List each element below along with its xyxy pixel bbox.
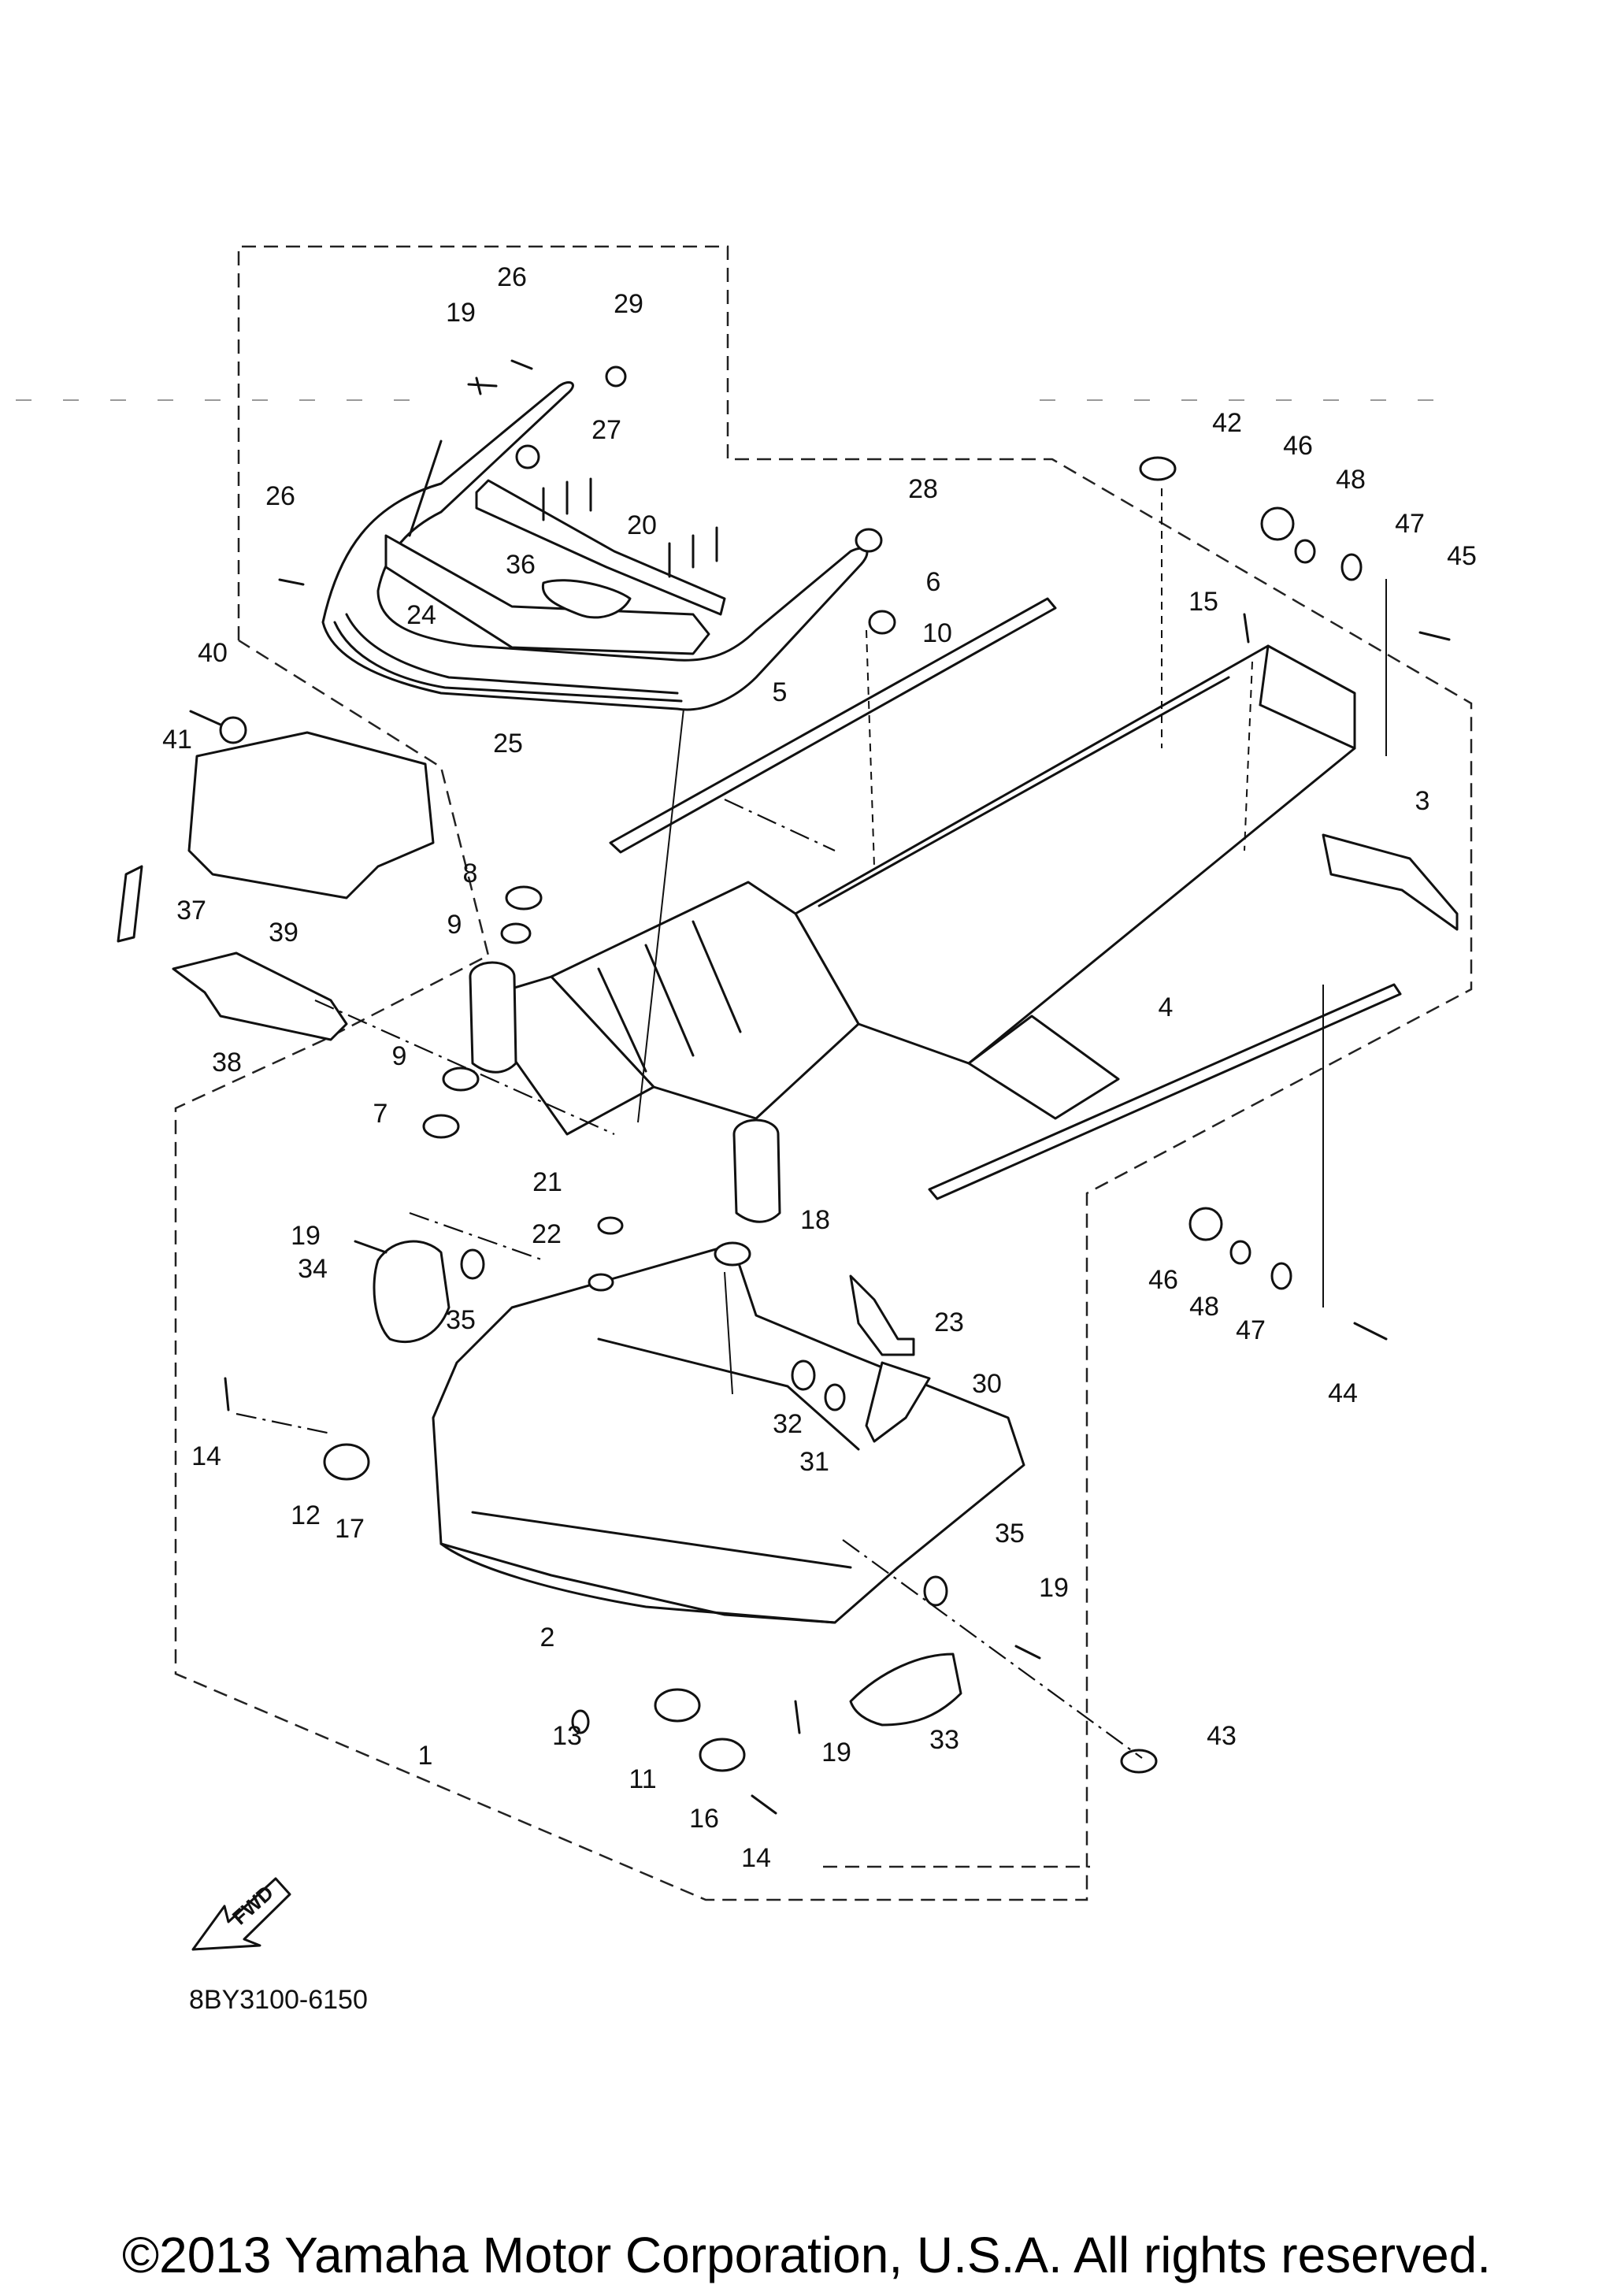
callout-c19b: 19 bbox=[291, 1221, 321, 1251]
callout-c47b: 47 bbox=[1236, 1315, 1266, 1345]
alignment-lines bbox=[235, 488, 1387, 1759]
callout-c10: 10 bbox=[922, 618, 952, 648]
callout-c5: 5 bbox=[773, 677, 788, 707]
callout-c40: 40 bbox=[198, 638, 228, 668]
callout-c44: 44 bbox=[1328, 1378, 1358, 1408]
callout-c14b: 14 bbox=[741, 1843, 771, 1873]
callout-c1: 1 bbox=[418, 1741, 433, 1771]
callout-c36: 36 bbox=[506, 550, 536, 580]
callout-c21: 21 bbox=[532, 1167, 562, 1197]
callout-c30: 30 bbox=[972, 1369, 1002, 1399]
front-mounts bbox=[469, 961, 781, 1223]
callout-c22: 22 bbox=[532, 1219, 562, 1249]
callout-c27: 27 bbox=[591, 415, 621, 445]
callout-c43: 43 bbox=[1207, 1721, 1237, 1751]
skid-bracket-right bbox=[849, 1652, 962, 1727]
callout-c28: 28 bbox=[908, 474, 938, 504]
callout-c11: 11 bbox=[629, 1764, 656, 1794]
bumper-group-outline bbox=[174, 245, 1473, 1901]
callout-c25: 25 bbox=[493, 729, 523, 759]
callout-c8: 8 bbox=[463, 859, 478, 888]
callout-c37: 37 bbox=[176, 896, 206, 925]
callout-c2: 2 bbox=[540, 1623, 555, 1652]
callout-labels: 1234567899101112131414151617181919191920… bbox=[162, 262, 1477, 1873]
drawing-code: 8BY3100-6150 bbox=[189, 1985, 368, 2015]
callout-c48b: 48 bbox=[1189, 1292, 1219, 1322]
callout-c19c: 19 bbox=[1039, 1573, 1069, 1603]
callout-c34: 34 bbox=[298, 1254, 328, 1284]
tunnel-frame bbox=[471, 644, 1356, 1136]
copyright-notice: ©2013 Yamaha Motor Corporation, U.S.A. A… bbox=[121, 2227, 1492, 2283]
callout-c45: 45 bbox=[1447, 541, 1477, 571]
callout-c46a: 46 bbox=[1283, 431, 1313, 461]
callout-c33: 33 bbox=[929, 1725, 959, 1755]
callout-c20: 20 bbox=[627, 510, 657, 540]
callout-c18: 18 bbox=[800, 1205, 830, 1235]
callout-c38: 38 bbox=[212, 1048, 242, 1078]
callout-c35b: 35 bbox=[995, 1519, 1025, 1549]
bumper-bracket bbox=[384, 440, 710, 655]
callout-c4: 4 bbox=[1159, 992, 1174, 1022]
callout-c9b: 9 bbox=[392, 1041, 407, 1071]
small-parts bbox=[219, 365, 1363, 1774]
callout-c41: 41 bbox=[162, 725, 192, 755]
callout-c12: 12 bbox=[291, 1500, 321, 1530]
grab-pad bbox=[541, 579, 632, 619]
callout-c23: 23 bbox=[934, 1307, 964, 1337]
callout-c16: 16 bbox=[689, 1804, 719, 1834]
bracket-23 bbox=[849, 1274, 915, 1356]
callout-c13: 13 bbox=[552, 1721, 582, 1751]
callout-c32: 32 bbox=[773, 1409, 803, 1439]
flap-39 bbox=[187, 731, 435, 899]
callout-c42: 42 bbox=[1212, 408, 1242, 438]
callout-c26b: 26 bbox=[265, 481, 295, 511]
callout-c24: 24 bbox=[406, 600, 436, 630]
bumper-mount-bar bbox=[475, 477, 726, 616]
slide-rail-right bbox=[928, 983, 1402, 1200]
callout-c6: 6 bbox=[926, 567, 941, 597]
fasteners bbox=[189, 359, 1451, 1815]
callout-c48a: 48 bbox=[1336, 465, 1366, 495]
callout-c29: 29 bbox=[614, 289, 643, 319]
callout-c19d: 19 bbox=[821, 1738, 851, 1767]
callout-c35a: 35 bbox=[446, 1305, 476, 1335]
flap-38 bbox=[172, 951, 348, 1041]
side-bracket bbox=[1322, 833, 1459, 931]
skid-plate bbox=[432, 1243, 1025, 1624]
skid-bracket-left bbox=[373, 1240, 451, 1344]
callout-c46b: 46 bbox=[1148, 1265, 1178, 1295]
callout-c7: 7 bbox=[373, 1099, 388, 1129]
callout-c17: 17 bbox=[335, 1514, 365, 1544]
callout-c47a: 47 bbox=[1395, 509, 1425, 539]
callout-c14a: 14 bbox=[191, 1441, 221, 1471]
callout-c19a: 19 bbox=[446, 298, 476, 328]
callout-c9a: 9 bbox=[447, 910, 462, 940]
flap-37 bbox=[117, 865, 143, 943]
bracket-30 bbox=[865, 1361, 931, 1443]
slide-rail-left bbox=[609, 597, 1057, 854]
callout-c3: 3 bbox=[1415, 786, 1430, 816]
callout-c39: 39 bbox=[269, 918, 298, 948]
fwd-arrow-icon: FWD bbox=[191, 1877, 291, 1951]
callout-c15: 15 bbox=[1188, 587, 1218, 617]
callout-c31: 31 bbox=[799, 1447, 829, 1477]
callout-c26a: 26 bbox=[497, 262, 527, 292]
